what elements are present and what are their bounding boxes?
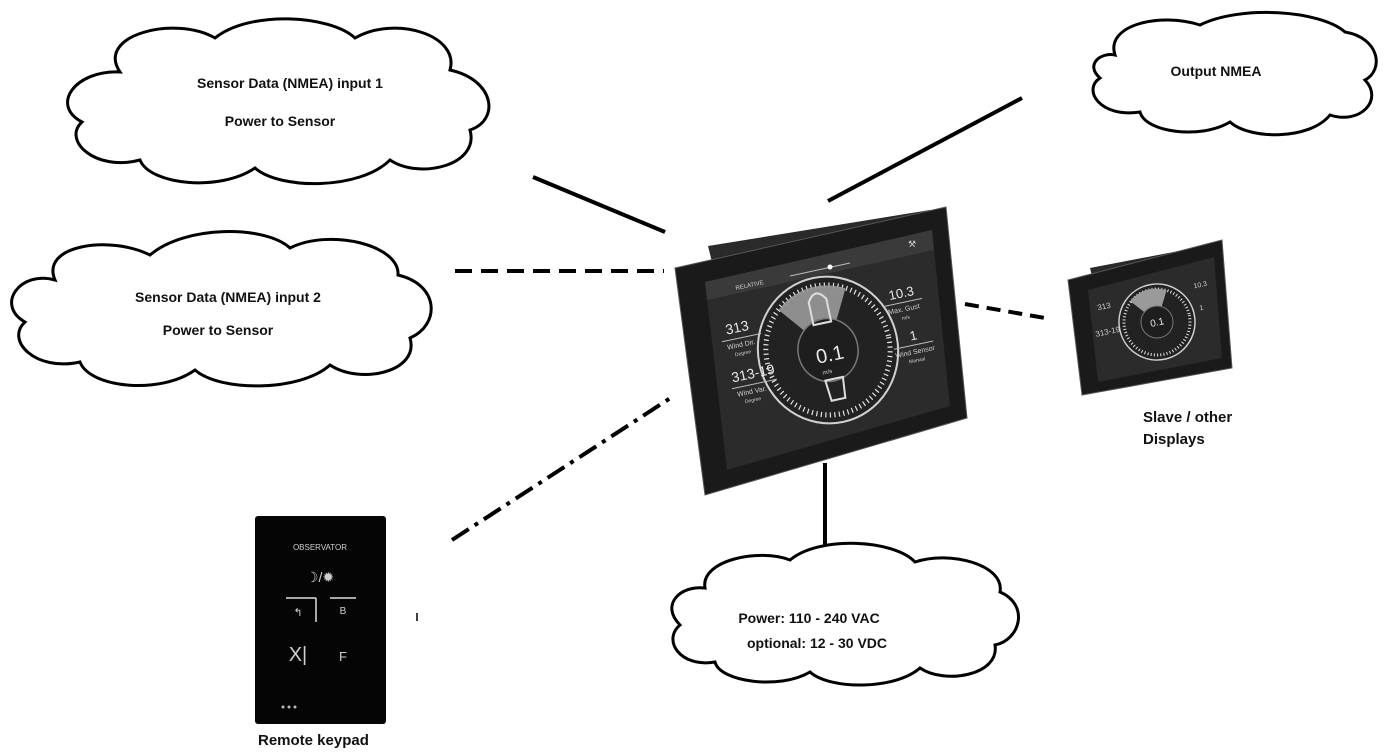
slave-gauge: [1118, 283, 1196, 361]
slave-caption-line1: Slave / other: [1143, 409, 1233, 426]
cloud-shape: [670, 541, 1020, 687]
slave-displays-caption: Slave / other Displays: [1143, 407, 1232, 451]
left-bottom-unit: Degree: [744, 396, 762, 405]
slave-caption-line2: Displays: [1143, 431, 1205, 448]
cloud-sensor-input-2: Sensor Data (NMEA) input 2 Power to Sens…: [10, 230, 433, 388]
keypad-dim-key: ☽/✹: [306, 569, 334, 585]
left-bottom-divider: [731, 378, 778, 390]
remote-keypad-caption: Remote keypad: [258, 732, 369, 749]
gauge-inner-dial: [797, 317, 859, 383]
slave-display-device: 0.1 313 313-19 10.3 1: [1067, 239, 1233, 396]
wind-gauge: [756, 275, 900, 425]
keypad-f-key: F: [339, 649, 347, 664]
display-slider-knob: [827, 264, 833, 270]
keypad-left-key: ↰: [293, 607, 302, 619]
cloud-sensor-input-1: Sensor Data (NMEA) input 1 Power to Sens…: [66, 17, 491, 186]
display-header-bar: [705, 230, 934, 300]
left-top-value: 313: [724, 317, 750, 338]
right-bottom-divider: [894, 340, 934, 350]
left-top-unit: Degree: [734, 349, 752, 358]
left-top-divider: [721, 332, 762, 343]
line-output: [827, 96, 1023, 203]
boat-outline-icon: [807, 292, 847, 402]
cloud-shape: [10, 230, 433, 388]
slave-left-top-value: 313: [1097, 301, 1112, 313]
cloud-output-nmea: Output NMEA: [1091, 10, 1378, 137]
cloud-output-label: Output NMEA: [1171, 63, 1262, 79]
slave-right-top-value: 10.3: [1193, 281, 1208, 291]
display-header-label: RELATIVE: [735, 280, 764, 292]
settings-wrench-icon: ⚒: [908, 239, 916, 249]
main-display-device: RELATIVE ⚒ 0.1 m/s 313 Wind Dir. Degree …: [674, 206, 968, 496]
cloud-power: Power: 110 - 240 VAC optional: 12 - 30 V…: [670, 541, 1020, 687]
cloud-power-line2: optional: 12 - 30 VDC: [747, 635, 887, 651]
keypad-dot: [281, 705, 285, 709]
line-slave-dashed: [964, 302, 1046, 320]
keypad-brand: OBSERVATOR: [293, 543, 347, 552]
keypad-body: [255, 516, 386, 724]
keypad-dot: [293, 705, 297, 709]
cloud-sensor-2-line1: Sensor Data (NMEA) input 2: [135, 289, 321, 305]
cloud-shape: [66, 17, 491, 186]
gauge-center-unit: m/s: [822, 369, 833, 377]
line-sensor1: [532, 175, 666, 234]
connection-lines: [450, 96, 1046, 550]
line-keypad-dashdot: [450, 395, 674, 542]
right-top-unit: m/s: [901, 314, 911, 322]
keypad-dot: [287, 705, 291, 709]
right-top-value: 10.3: [887, 283, 915, 303]
cloud-sensor-2-line2: Power to Sensor: [163, 322, 274, 338]
right-bottom-unit: Manual: [909, 356, 926, 365]
slave-center-value: 0.1: [1149, 316, 1165, 330]
cloud-shape: [1091, 10, 1378, 137]
right-bottom-value: 1: [908, 327, 918, 343]
cloud-sensor-1-line1: Sensor Data (NMEA) input 1: [197, 75, 383, 91]
cloud-power-line1: Power: 110 - 240 VAC: [738, 610, 879, 626]
keypad-indicator-dots: [281, 705, 297, 709]
remote-keypad: OBSERVATOR ☽/✹ ↰ B X| F: [255, 516, 386, 724]
keypad-right-key: B: [340, 606, 347, 617]
right-top-divider: [884, 297, 923, 307]
display-header-slider: [789, 262, 851, 277]
slave-gauge-dial: [1140, 305, 1174, 339]
keypad-cancel-key: X|: [289, 644, 308, 666]
cloud-sensor-1-line2: Power to Sensor: [225, 113, 336, 129]
slave-gauge-ticks: [1122, 287, 1192, 357]
slave-right-bottom-value: 1: [1199, 305, 1204, 313]
